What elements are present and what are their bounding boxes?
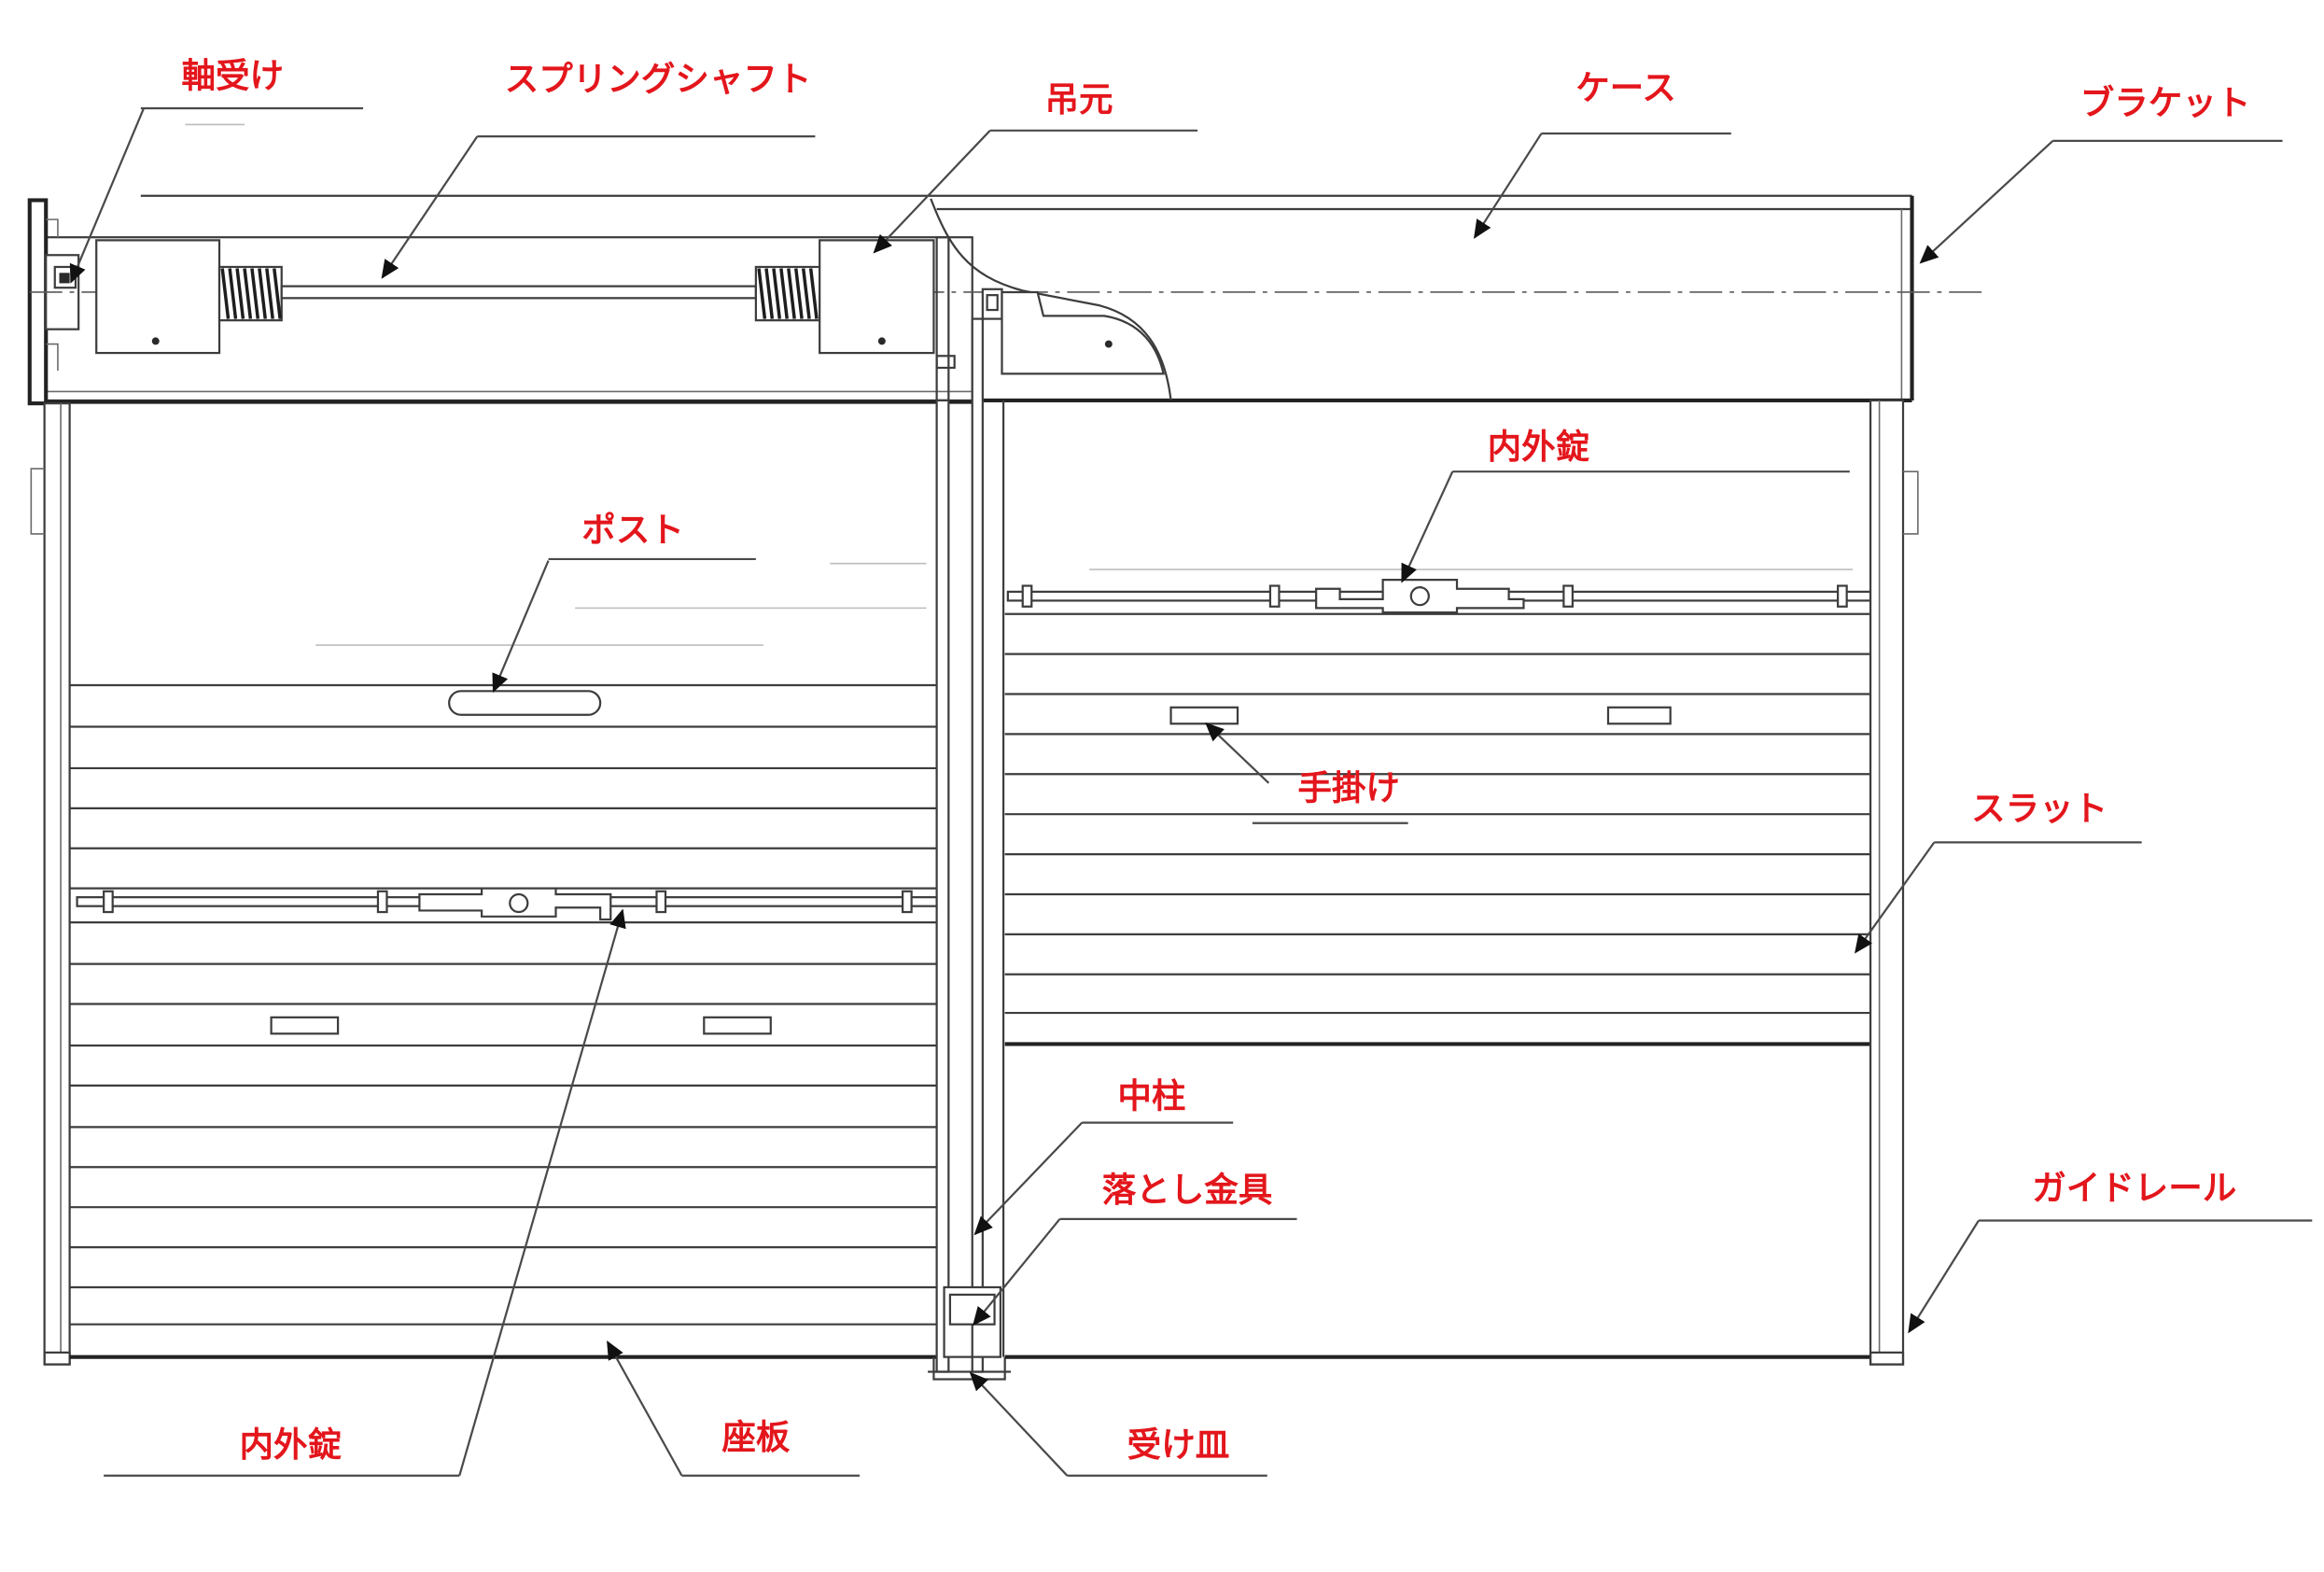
- left-guide-rail: [43, 402, 71, 1366]
- lock-bar-guide: [376, 890, 388, 914]
- callout-arrow: [1908, 1219, 1980, 1334]
- right-spring-coil: [757, 268, 819, 319]
- callout-arrow: [1919, 140, 2054, 264]
- callout-hanger: 吊元: [873, 79, 1198, 254]
- shutter-housing: [27, 194, 1986, 406]
- left-bracket: [27, 198, 49, 406]
- callout-arrow: [1401, 470, 1454, 583]
- callout-arrow: [69, 107, 146, 284]
- post-slot: [448, 690, 602, 716]
- callout-arrow: [973, 1218, 1061, 1326]
- right-guide-rail: [1869, 399, 1905, 1366]
- receiver-plate: [928, 1356, 1012, 1381]
- handle: [1169, 706, 1239, 725]
- callout-arrow: [381, 135, 479, 279]
- left-bracket-notch: [46, 218, 59, 372]
- label-bottom-bar: 座板: [721, 1417, 791, 1457]
- center-bracket-tab: [935, 355, 956, 370]
- callout-bearing: 軸受け: [69, 56, 364, 284]
- right-guide-rail-cap: [1869, 1351, 1905, 1366]
- right-shutter-door: [1004, 399, 1919, 1366]
- callout-center-post: 中柱: [973, 1076, 1234, 1236]
- label-hanger: 吊元: [1045, 79, 1113, 119]
- label-bracket: ブラケット: [2080, 82, 2251, 122]
- callout-arrow: [607, 1340, 683, 1477]
- callouts: 軸受け スプリングシャフト 吊元 ケース ブラケット 内外錠: [69, 56, 2313, 1477]
- callout-handle: 手掛け: [1205, 722, 1408, 824]
- label-lock-left: 内外錠: [239, 1425, 342, 1465]
- callout-arrow: [1855, 841, 1936, 954]
- label-bearing: 軸受け: [182, 56, 285, 96]
- center-bearing: [981, 288, 1003, 320]
- callout-slat: スラット: [1855, 789, 2142, 954]
- bolt: [151, 337, 160, 345]
- callout-guide-rail: ガイドレール: [1908, 1168, 2313, 1334]
- callout-bracket: ブラケット: [1919, 82, 2283, 264]
- key-cylinder-icon: [1409, 586, 1430, 607]
- callout-arrow: [458, 908, 626, 1477]
- left-hanger-block: [95, 239, 221, 355]
- handle: [1606, 706, 1672, 725]
- label-receiver-plate: 受け皿: [1127, 1425, 1230, 1465]
- callout-arrow: [1205, 722, 1270, 784]
- callout-lock-left: 内外錠: [104, 908, 626, 1477]
- right-slat-lines: [1004, 612, 1871, 1015]
- callout-post: ポスト: [492, 510, 756, 694]
- label-case: ケース: [1575, 67, 1676, 107]
- center-bearing-core: [986, 294, 999, 312]
- spring-shaft: [280, 285, 757, 300]
- left-shutter-door: [30, 402, 938, 1366]
- label-lock-right: 内外錠: [1488, 427, 1590, 467]
- label-post: ポスト: [581, 510, 684, 550]
- lock-bar-guide: [1837, 584, 1848, 608]
- callout-receiver-plate: 受け皿: [969, 1371, 1267, 1477]
- label-spring-shaft: スプリングシャフト: [505, 59, 812, 99]
- bolt: [1104, 340, 1113, 348]
- lock-bar-guide: [1268, 584, 1281, 608]
- center-post-core: [971, 317, 984, 1373]
- callout-drop-fitting: 落とし金具: [973, 1170, 1297, 1326]
- right-hanger-block: [1001, 290, 1165, 375]
- label-drop-fitting: 落とし金具: [1102, 1170, 1273, 1210]
- callout-bottom-bar: 座板: [607, 1340, 861, 1477]
- callout-lock-right: 内外錠: [1401, 427, 1850, 583]
- left-rail-bracket: [30, 468, 45, 535]
- center-post-left: [935, 399, 950, 1373]
- handle: [703, 1016, 772, 1035]
- faint-guide-lines: [185, 123, 1854, 646]
- label-center-post: 中柱: [1117, 1076, 1185, 1116]
- callout-arrow: [492, 560, 550, 694]
- left-spring-coil: [220, 268, 282, 319]
- hanger-block: [819, 239, 935, 355]
- bearing-core: [59, 273, 70, 284]
- callout-arrow: [969, 1371, 1069, 1477]
- callout-spring-shaft: スプリングシャフト: [381, 59, 816, 279]
- handle: [270, 1016, 340, 1035]
- lock-bar-guide: [1562, 584, 1574, 608]
- bolt: [877, 337, 886, 345]
- lock-bar-guide: [901, 890, 913, 914]
- lock-bar-guide: [1021, 584, 1033, 608]
- lock-bar-guide: [103, 890, 114, 914]
- callout-arrow: [873, 130, 991, 254]
- key-cylinder-icon: [509, 892, 529, 914]
- callout-arrow: [1473, 133, 1543, 239]
- lock-bar-guide: [655, 890, 667, 914]
- label-guide-rail: ガイドレール: [2032, 1168, 2236, 1208]
- label-handle: 手掛け: [1297, 767, 1400, 807]
- callout-case: ケース: [1473, 67, 1731, 239]
- center-post: [928, 317, 1012, 1381]
- label-slat: スラット: [1971, 789, 2107, 829]
- callout-arrow: [973, 1121, 1084, 1236]
- right-rail-bracket: [1903, 470, 1919, 535]
